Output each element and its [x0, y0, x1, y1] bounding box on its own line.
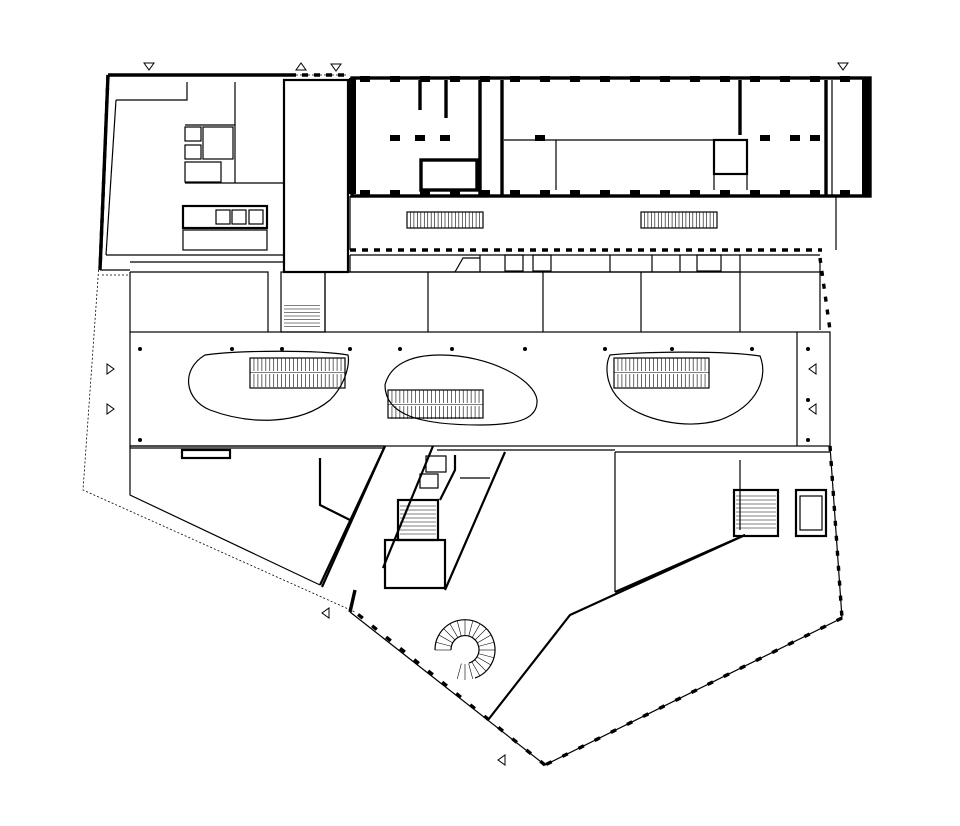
atrium-void-east	[606, 351, 764, 425]
central-core	[280, 78, 350, 333]
spiral-staircase	[434, 619, 496, 680]
north-block-piers	[360, 76, 850, 196]
northwest-wing	[98, 73, 290, 271]
north-corridor	[349, 196, 837, 252]
mall-concourse	[129, 331, 831, 451]
core-stair	[284, 305, 320, 327]
north-block	[349, 76, 872, 198]
central-spine	[320, 445, 507, 591]
concourse-columns	[138, 347, 810, 442]
facades	[98, 73, 832, 331]
site-boundary	[82, 74, 356, 613]
corridor-escalator-east	[640, 211, 718, 229]
entrance-markers	[106, 62, 849, 766]
shop-strip	[129, 254, 821, 332]
south-perimeter	[349, 445, 844, 767]
atrium-void-center	[384, 354, 538, 426]
atrium-void-west	[188, 350, 350, 421]
corridor-escalator-west	[406, 211, 484, 229]
southeast-wing	[487, 451, 830, 721]
